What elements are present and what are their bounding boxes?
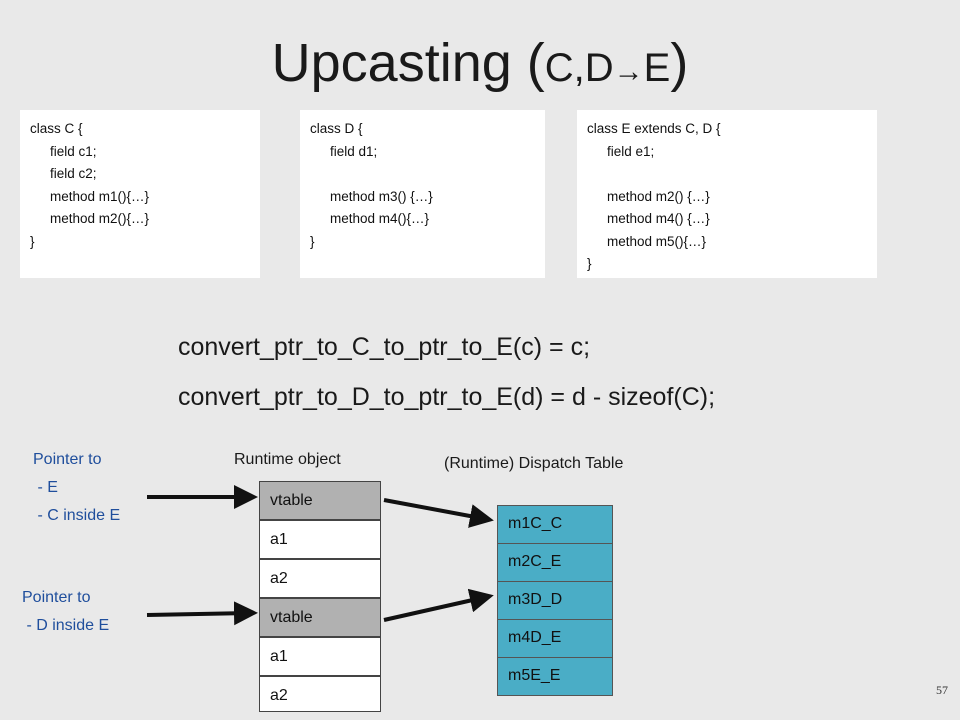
- dispatch-cell: m5E_E: [497, 657, 613, 696]
- title-close: ): [670, 33, 689, 93]
- title-arrow: →: [613, 55, 644, 88]
- dispatch-cell: m3D_D: [497, 581, 613, 620]
- code-line: }: [310, 233, 315, 249]
- code-line: class D {: [310, 121, 363, 136]
- code-line: method m1(){…}: [50, 188, 150, 204]
- pointer-line: - D inside E: [22, 617, 110, 634]
- arrow-pointer-d: [146, 601, 258, 626]
- page-number: 57: [936, 683, 948, 697]
- pointer-line: - E: [33, 479, 58, 496]
- code-line: class C {: [30, 121, 83, 136]
- formula-d-to-e: convert_ptr_to_D_to_ptr_to_E(d) = d - si…: [178, 383, 716, 411]
- title-sub2: E: [643, 46, 671, 90]
- formula-c-to-e: convert_ptr_to_C_to_ptr_to_E(c) = c;: [178, 333, 591, 361]
- runtime-cell-a1-c: a1: [259, 520, 381, 559]
- runtime-cell-vtable-d: vtable: [259, 598, 381, 637]
- code-line: method m4(){…}: [330, 211, 430, 226]
- class-e-box: class E extends C, D { field e1; method …: [577, 110, 877, 278]
- code-line: }: [30, 233, 35, 249]
- code-line: method m4() {…}: [607, 211, 710, 226]
- class-d-box: class D { field d1; method m3() {…} meth…: [300, 110, 545, 278]
- arrow-vtable-d: [383, 588, 494, 622]
- code-line: field d1;: [330, 143, 378, 159]
- pointer-line: Pointer to: [22, 589, 91, 606]
- code-line: method m3() {…}: [330, 188, 433, 204]
- dispatch-table-heading: (Runtime) Dispatch Table: [444, 455, 624, 472]
- code-line: field c1;: [50, 143, 97, 159]
- pointer-label-e: Pointer to - E - C inside E: [33, 446, 120, 530]
- code-line: class E extends C, D {: [587, 121, 721, 136]
- class-c-box: class C { field c1; field c2; method m1(…: [20, 110, 260, 278]
- code-line: method m2(){…}: [50, 211, 150, 226]
- slide-title: Upcasting (C,D→E): [0, 28, 960, 107]
- code-line: field e1;: [607, 143, 655, 159]
- dispatch-cell: m1C_C: [497, 505, 613, 544]
- runtime-cell-a1-d: a1: [259, 637, 381, 676]
- code-line: method m2() {…}: [607, 188, 710, 204]
- runtime-cell-vtable-c: vtable: [259, 481, 381, 520]
- runtime-cell-a2-d: a2: [259, 676, 381, 712]
- dispatch-cell: m2C_E: [497, 543, 613, 582]
- title-main: Upcasting (: [271, 33, 545, 93]
- title-sub: C,D: [544, 46, 614, 90]
- pointer-line: - C inside E: [33, 507, 121, 524]
- pointer-label-d: Pointer to - D inside E: [22, 584, 109, 640]
- code-line: method m5(){…}: [607, 233, 707, 249]
- runtime-object-heading: Runtime object: [234, 451, 341, 468]
- code-line: field c2;: [50, 166, 97, 181]
- runtime-cell-a2-c: a2: [259, 559, 381, 598]
- arrow-vtable-c: [383, 498, 494, 528]
- code-line: }: [587, 256, 592, 271]
- pointer-line: Pointer to: [33, 451, 102, 468]
